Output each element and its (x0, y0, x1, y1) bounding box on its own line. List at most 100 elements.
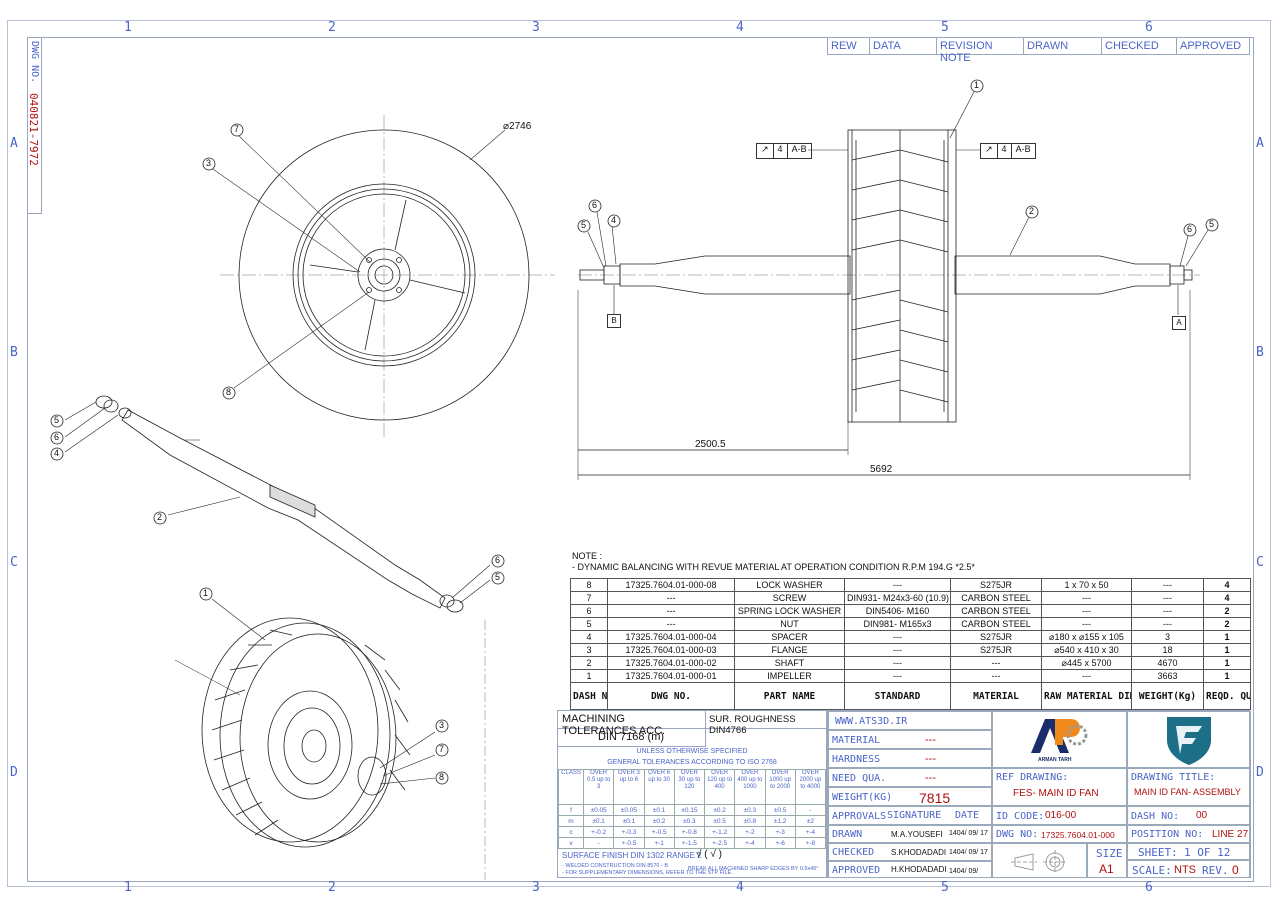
bom-cell: --- (1041, 669, 1132, 683)
position-no-label: POSITION NO: (1131, 829, 1204, 840)
dwg-side-label: DWG NO. (29, 41, 40, 84)
balloon: 8 (226, 387, 232, 397)
rev-label: REV. (1202, 864, 1229, 877)
tolerance-cell: ±0.8 (734, 815, 766, 827)
material-cell: MATERIAL --- (828, 730, 992, 749)
arman-tarh-logo (1031, 719, 1088, 753)
weight-value: 7815 (919, 790, 951, 806)
balloon: 8 (439, 772, 445, 782)
bom-cell: DIN981- M165x3 (844, 617, 951, 631)
diameter-dimension: ⌀2746 (503, 121, 532, 132)
bom-cell: --- (950, 669, 1042, 683)
tolerance-header-cell: OVER 1000 up to 2000 (764, 769, 796, 805)
bom-cell: ⌀540 x 410 x 30 (1041, 643, 1132, 657)
drawn-date: 1404/ 09/ 17 (949, 830, 988, 837)
bom-cell: 2 (1203, 604, 1251, 618)
side-view (577, 89, 1209, 480)
bom-cell: --- (1131, 591, 1204, 605)
projection-symbol-cell (992, 843, 1087, 878)
drawn-row: DRAWN M.A.YOUSEFI 1404/ 09/ 17 (828, 825, 992, 843)
bom-cell: --- (607, 604, 735, 618)
bom-cell: S275JR (950, 630, 1042, 644)
tolerance-cell: ±2 (794, 815, 827, 827)
tolerance-row: c+-0.2+-0.3+-0.5+-0.8+-1.2+-2+-3+-4 (558, 826, 827, 838)
bom-cell: SHAFT (734, 656, 845, 670)
bom-cell: --- (1041, 617, 1132, 631)
bom-cell: 18 (1131, 643, 1204, 657)
col-label: 1 (124, 880, 132, 895)
bom-cell: DIN931- M24x3-60 (10.9) (844, 591, 951, 605)
tolerance-header-cell: OVER 30 up to 120 (673, 769, 706, 805)
tolerance-cell: - (582, 837, 615, 849)
bom-cell: IMPELLER (734, 669, 845, 683)
dwg-no-label: DWG NO: (996, 829, 1039, 840)
shield-icon (1167, 717, 1211, 765)
balloon: 6 (54, 432, 60, 442)
bom-cell: 6 (570, 604, 608, 618)
tolerance-cell: ±0.1 (643, 804, 675, 816)
dwg-no-cell: DWG NO: 17325.7604.01-000 (992, 825, 1127, 843)
ref-drawing-value: FES- MAIN ID FAN (1013, 788, 1099, 799)
datum-a: A (1172, 316, 1186, 330)
roughness-label: SUR. ROUGHNESS DIN4766 (706, 711, 827, 736)
id-code-cell: ID CODE: 016-00 (992, 806, 1127, 825)
tolerance-cell: ±0.3 (673, 815, 706, 827)
unless-specified: UNLESS OTHERWISE SPECIFIED (636, 748, 748, 755)
tolerance-cell: +-0.8 (673, 826, 706, 838)
bom-cell: SPRING LOCK WASHER (734, 604, 845, 618)
bom-header: DASH NO. DWG NO. PART NAME STANDARD MATE… (570, 682, 1251, 710)
balloon: 6 (1187, 224, 1193, 234)
bom-header-cell: PART NAME (734, 682, 845, 710)
website-cell: WWW.ATS3D.IR (828, 711, 992, 730)
tolerance-cell: ±0.5 (703, 815, 736, 827)
bom-cell: SPACER (734, 630, 845, 644)
supplementary-note: - FOR SUPPLEMENTARY DIMENSIONS, REFER TO… (562, 870, 733, 876)
drawn-label: DRAWN (832, 829, 863, 840)
front-view (220, 115, 555, 440)
row-label: B (1256, 345, 1264, 360)
approved-label: APPROVED (832, 865, 881, 876)
runout-symbol: ↗ (981, 144, 998, 158)
needqua-value: --- (925, 772, 936, 784)
bom-cell: --- (1131, 604, 1204, 618)
balloon: 6 (592, 200, 598, 210)
row-label: C (10, 555, 18, 570)
bom-header-cell: STANDARD (844, 682, 951, 710)
weight-cell: WEIGHT(KG) 7815 (828, 787, 992, 806)
bom-cell: 17325.7604.01-000-02 (607, 656, 735, 670)
bom-cell: 1 (570, 669, 608, 683)
scale-label: SCALE: (1132, 864, 1172, 877)
tolerance-frame-left: ↗ 4 A-B (756, 143, 812, 159)
bom-cell: S275JR (950, 643, 1042, 657)
tolerance-cell: ±0.2 (703, 804, 736, 816)
bom-cell: --- (844, 643, 951, 657)
position-no-value: LINE 27 (1212, 829, 1249, 840)
bom-cell: SCREW (734, 591, 845, 605)
impeller-isometric (174, 598, 486, 880)
size-label: SIZE (1096, 847, 1123, 860)
col-label: 3 (532, 880, 540, 895)
dimension-total: 5692 (870, 464, 893, 475)
balloon: 5 (1209, 219, 1215, 229)
sheet-label: SHEET: (1138, 846, 1178, 859)
runout-symbol: ↗ (757, 144, 774, 158)
dwg-side-number: 040821-7972 (27, 93, 40, 166)
approved-date: 1404/ 09/ (949, 868, 979, 875)
ref-drawing-label: REF DRAWING: (996, 772, 1069, 783)
signature-label: SIGNATURE (887, 810, 942, 821)
bom-cell: CARBON STEEL (950, 604, 1042, 618)
balloon: 1 (974, 80, 980, 90)
bom-header-cell: REQD. QUA. (1203, 682, 1251, 710)
tolerance-cell: +-0.5 (613, 837, 645, 849)
tolerance-cell: ±0.05 (582, 804, 615, 816)
balloon: 5 (581, 220, 587, 230)
bom-cell: --- (1041, 591, 1132, 605)
row-label: A (1256, 136, 1264, 151)
dash-no-value: 00 (1196, 810, 1208, 821)
tolerance-row: m±0.1±0.1±0.2±0.3±0.5±0.8±1.2±2 (558, 815, 827, 827)
